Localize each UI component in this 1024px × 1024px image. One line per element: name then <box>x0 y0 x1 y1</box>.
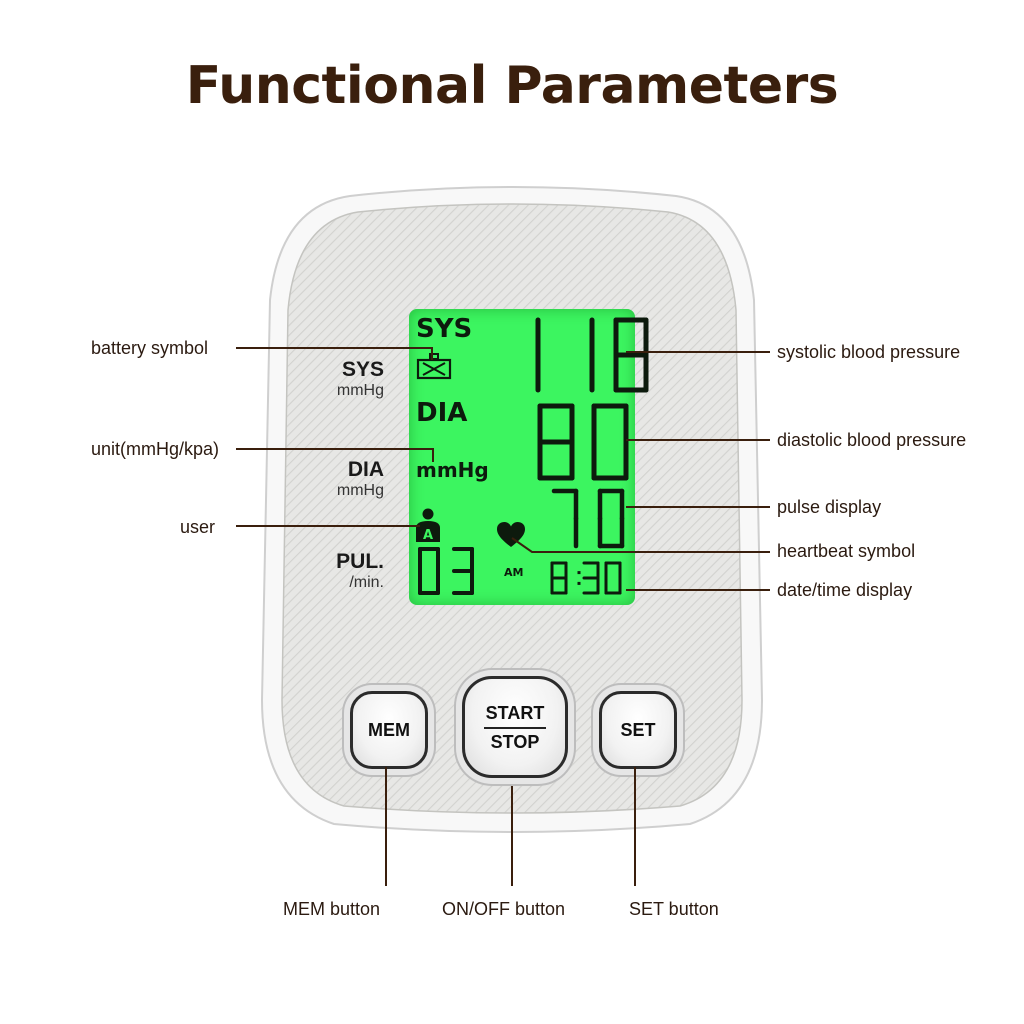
lcd-screen <box>409 309 635 605</box>
side-label-pul-unit: /min. <box>349 574 384 591</box>
lcd-dia-tag: DIA <box>416 398 468 428</box>
mem-button[interactable]: MEM <box>350 691 428 769</box>
callout-unit: unit(mmHg/kpa) <box>91 439 220 459</box>
page-title: Functional Parameters <box>185 56 839 116</box>
side-label-dia: DIA <box>347 458 384 481</box>
callout-mem-button: MEM button <box>283 899 381 919</box>
side-label-sys: SYS <box>341 358 384 381</box>
side-label-pul: PUL. <box>336 550 384 573</box>
heart-icon <box>497 522 525 547</box>
callout-systolic: systolic blood pressure <box>777 342 961 362</box>
callout-heartbeat: heartbeat symbol <box>777 541 916 561</box>
side-label-sys-unit: mmHg <box>336 382 384 399</box>
callout-datetime: date/time display <box>777 580 913 600</box>
user-icon: A <box>416 508 440 543</box>
lcd-unit: mmHg <box>416 458 489 482</box>
set-button[interactable]: SET <box>599 691 677 769</box>
callout-diastolic: diastolic blood pressure <box>777 430 967 450</box>
side-label-dia-unit: mmHg <box>336 482 384 499</box>
callout-pulse: pulse display <box>777 497 882 517</box>
start-stop-divider <box>484 726 546 729</box>
callout-battery-symbol: battery symbol <box>91 338 209 358</box>
lcd-ampm: AM <box>504 566 524 579</box>
start-label: START <box>485 702 545 723</box>
user-letter: A <box>423 528 433 543</box>
callout-user: user <box>180 517 216 537</box>
stop-label: STOP <box>490 731 540 752</box>
battery-icon <box>416 353 452 380</box>
callout-onoff-button: ON/OFF button <box>442 899 566 919</box>
lcd-sys-tag: SYS <box>416 314 473 344</box>
start-stop-button[interactable]: START STOP <box>462 676 568 778</box>
callout-set-button: SET button <box>629 899 719 919</box>
